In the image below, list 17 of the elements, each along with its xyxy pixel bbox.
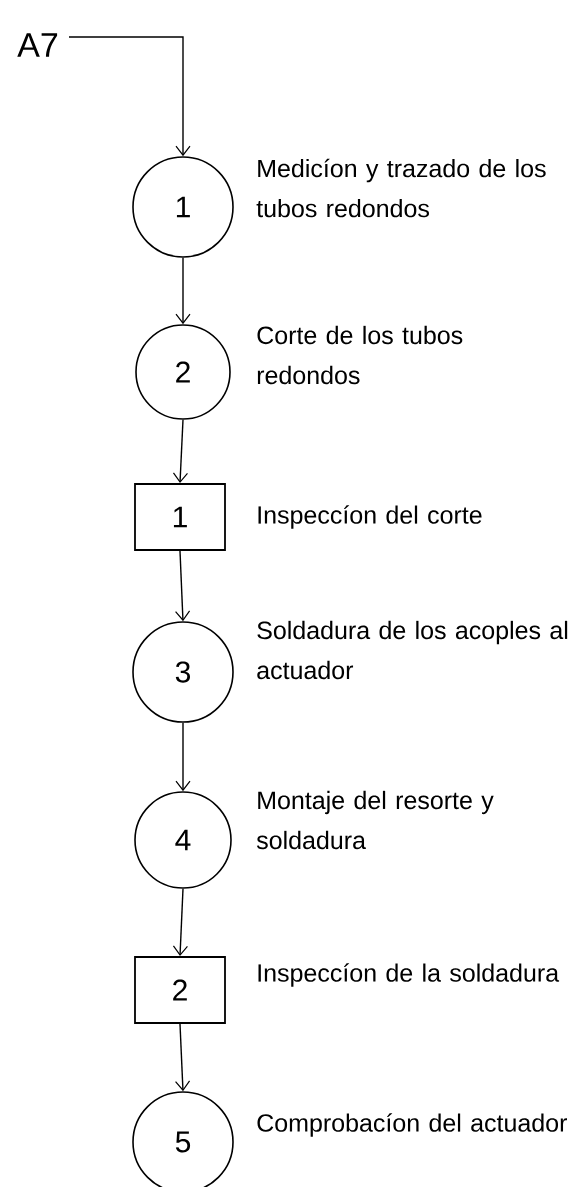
arrow	[175, 257, 191, 325]
step-description: Soldadura de los acoples al actuador	[257, 620, 568, 680]
inspection-box: 2	[134, 956, 226, 1024]
arrow	[174, 1023, 191, 1092]
step-description: Comprobacíon del actuador	[257, 1113, 567, 1137]
arrow	[68, 36, 191, 157]
step-description: Montaje del resorte y soldadura	[256, 790, 494, 850]
step-description: Medicíon y trazado de los tubos redondos	[256, 158, 546, 218]
step-description: Inspeccíon del corte	[258, 505, 482, 529]
start-label: A7	[17, 33, 58, 57]
arrow	[172, 419, 189, 484]
arrow	[175, 722, 191, 792]
arrow	[172, 888, 189, 957]
step-description: Corte de los tubos redondos	[257, 325, 463, 385]
inspection-box: 1	[134, 483, 226, 551]
step-description: Inspeccíon de la soldadura	[258, 963, 560, 987]
arrow	[175, 550, 191, 622]
